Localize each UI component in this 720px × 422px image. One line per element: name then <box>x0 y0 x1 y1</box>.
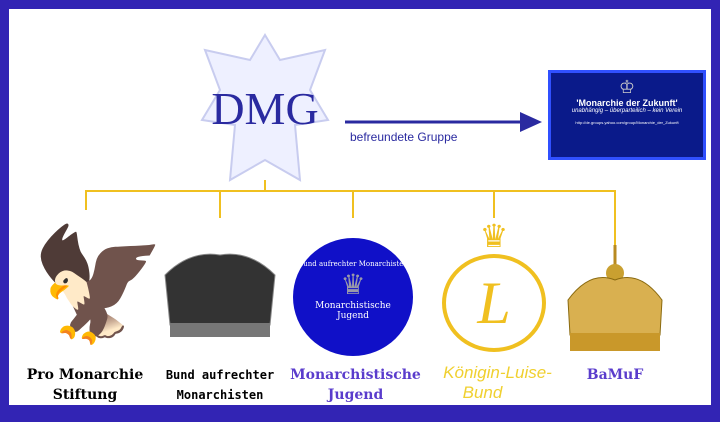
friend-group-box[interactable]: ♔ 'Monarchie der Zukunft' unabhängig – ü… <box>548 70 706 160</box>
label-line: Jugend <box>327 387 384 403</box>
label-line: Bund aufrechter <box>165 368 275 382</box>
jugend-badge[interactable]: Bund aufrechter Monarchisten ♛ Monarchis… <box>293 238 413 356</box>
tree-trunk <box>264 180 266 191</box>
tree-branch <box>85 190 87 210</box>
crown-icon <box>164 253 276 337</box>
member-label-bamuf[interactable]: BaMuF <box>570 365 660 385</box>
tree-branch <box>352 190 354 218</box>
luise-emblem: ♛ L <box>435 218 553 356</box>
friend-url: http://de.groups.yahoo.com/group/Monarch… <box>575 120 679 125</box>
arrow-label: befreundete Gruppe <box>350 130 458 144</box>
arrow-icon <box>345 112 542 132</box>
friend-title: 'Monarchie der Zukunft' <box>576 98 678 108</box>
member-label-bund-aufrechter[interactable]: Bund aufrechter Monarchisten <box>150 365 290 405</box>
label-line: Monarchisten <box>176 388 264 402</box>
label-line: Königin-Luise- <box>443 363 552 382</box>
label-line: BaMuF <box>586 367 644 383</box>
label-line: Pro Monarchie <box>26 367 144 383</box>
badge-top-text: Bund aufrechter Monarchisten <box>298 260 408 268</box>
crown-icon: ♛ <box>479 218 509 254</box>
crown-icon: ♛ <box>340 268 366 301</box>
member-label-luise-bund[interactable]: Königin-Luise- Bund <box>425 363 570 403</box>
member-label-jugend[interactable]: Monarchistische Jugend <box>288 365 423 405</box>
badge-bottom-text-2: Jugend <box>336 311 370 321</box>
dmg-eagle-emblem: DMG <box>200 30 330 190</box>
label-line: Monarchistische <box>290 367 421 383</box>
luise-letter: L <box>442 254 546 352</box>
tree-branch <box>614 190 616 250</box>
friend-subtitle: unabhängig – überparteilich – kein Verei… <box>571 108 683 114</box>
label-line: Stiftung <box>52 387 118 403</box>
label-line: Bund <box>462 383 503 402</box>
black-eagle-icon: 🦅 <box>30 223 167 346</box>
tree-branch <box>493 190 495 218</box>
member-label-pro-monarchie[interactable]: Pro Monarchie Stiftung <box>20 365 150 405</box>
crown-icon: ♔ <box>618 77 636 97</box>
tree-branch <box>219 190 221 218</box>
tree-bar <box>85 190 616 192</box>
eagle-icon <box>200 33 330 182</box>
badge-bottom-text: Monarchistische <box>315 301 391 311</box>
dmg-logo-text: DMG <box>211 83 319 134</box>
crown-icon <box>567 245 663 351</box>
